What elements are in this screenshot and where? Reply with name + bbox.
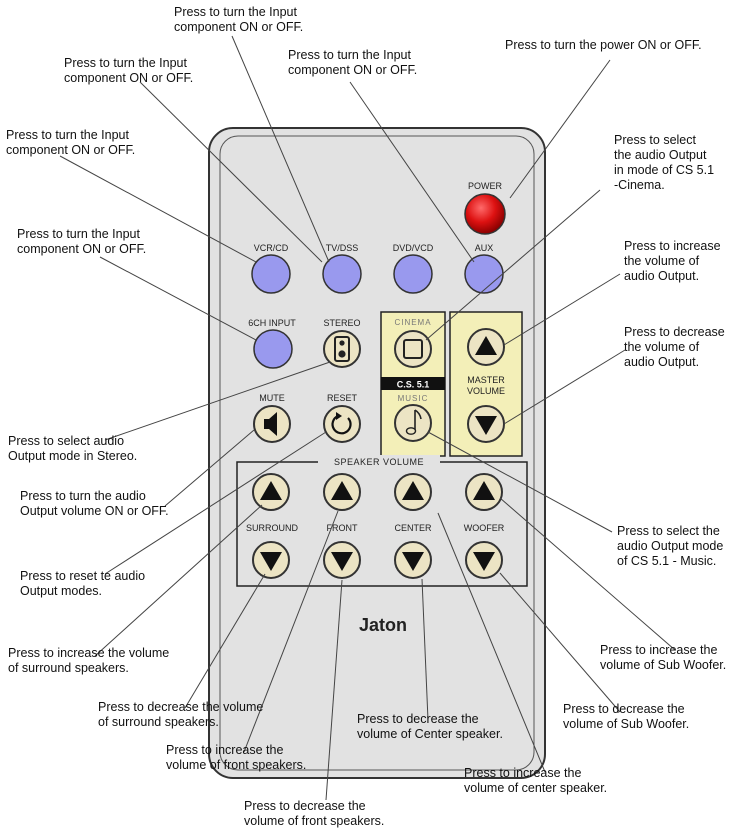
reset-icon: [331, 414, 352, 435]
triangle-down-icon: [473, 552, 495, 571]
note-surround-up: Press to increase the volume of surround…: [8, 646, 170, 675]
note-input-vcr-top: Press to turn the Input component ON or …: [64, 56, 194, 85]
note-input-6ch: Press to turn the Input component ON or …: [17, 227, 147, 256]
surround-label: SURROUND: [246, 523, 299, 533]
woofer-label: WOOFER: [464, 523, 505, 533]
note-input-tv: Press to turn the Input component ON or …: [174, 5, 304, 34]
dvd-vcd-button[interactable]: [393, 254, 433, 294]
note-power: Press to turn the power ON or OFF.: [505, 38, 702, 52]
note-center-up: Press to increase the volume of center s…: [464, 766, 608, 795]
triangle-up-icon: [473, 481, 495, 500]
triangle-down-icon: [260, 552, 282, 571]
mute-label: MUTE: [259, 393, 285, 403]
aux-button[interactable]: [464, 254, 504, 294]
front-down-button[interactable]: [323, 541, 361, 579]
stereo-label: STEREO: [323, 318, 360, 328]
triangle-down-icon: [402, 552, 424, 571]
triangle-up-icon: [331, 481, 353, 500]
surround-up-button[interactable]: [252, 473, 290, 511]
6ch-input-button[interactable]: [253, 329, 293, 369]
note-front-down: Press to decrease the volume of front sp…: [244, 799, 385, 828]
master-volume-down-button[interactable]: [467, 405, 505, 443]
triangle-up-icon: [402, 481, 424, 500]
note-mute: Press to turn the audio Output volume ON…: [20, 489, 169, 518]
cs51-label: C.S. 5.1: [397, 380, 430, 390]
triangle-down-icon: [331, 552, 353, 571]
woofer-down-button[interactable]: [465, 541, 503, 579]
triangle-up-icon: [475, 336, 497, 355]
vcr-cd-label: VCR/CD: [254, 243, 289, 253]
center-up-button[interactable]: [394, 473, 432, 511]
note-woofer-down: Press to decrease the volume of Sub Woof…: [563, 702, 690, 731]
front-label: FRONT: [327, 523, 358, 533]
leader-lines: [59, 35, 676, 801]
remote-body: [208, 127, 546, 779]
brand-logo: Jaton: [359, 615, 407, 635]
note-reset: Press to reset te audio Output modes.: [20, 569, 146, 598]
note-master-down: Press to decrease the volume of audio Ou…: [624, 325, 725, 369]
speaker-volume-label: SPEAKER VOLUME: [334, 457, 424, 467]
6ch-input-label: 6CH INPUT: [248, 318, 296, 328]
volume-label: VOLUME: [467, 386, 505, 396]
speaker-mute-icon: [264, 412, 277, 436]
power-label: POWER: [468, 181, 503, 191]
center-down-button[interactable]: [394, 541, 432, 579]
master-volume-up-button[interactable]: [467, 328, 505, 366]
triangle-up-icon: [260, 481, 282, 500]
music-button[interactable]: [394, 404, 432, 442]
tv-dss-label: TV/DSS: [326, 243, 359, 253]
music-note-icon: [414, 409, 422, 430]
note-input-dvd: Press to turn the Input component ON or …: [288, 48, 418, 77]
note-front-up: Press to increase the volume of front sp…: [166, 743, 307, 772]
note-woofer-up: Press to increase the volume of Sub Woof…: [600, 643, 727, 672]
note-music: Press to select the audio Output mode of…: [617, 524, 724, 568]
note-surround-down: Press to decrease the volume of surround…: [98, 700, 264, 729]
power-button[interactable]: [464, 193, 506, 235]
reset-label: RESET: [327, 393, 358, 403]
note-center-down: Press to decrease the volume of Center s…: [357, 712, 503, 741]
cinema-button[interactable]: [394, 330, 432, 368]
music-label: MUSIC: [398, 394, 429, 403]
stereo-button[interactable]: [323, 330, 361, 368]
square-icon: [403, 339, 423, 359]
front-up-button[interactable]: [323, 473, 361, 511]
master-label: MASTER: [467, 375, 505, 385]
dvd-vcd-label: DVD/VCD: [393, 243, 434, 253]
center-label: CENTER: [394, 523, 432, 533]
vcr-cd-button[interactable]: [251, 254, 291, 294]
note-master-up: Press to increase the volume of audio Ou…: [624, 239, 721, 283]
note-input-vcr: Press to turn the Input component ON or …: [6, 128, 136, 157]
remote-body-inner: [219, 135, 535, 771]
cinema-label: CINEMA: [394, 318, 431, 327]
note-cinema: Press to select the audio Output in mode…: [614, 133, 715, 192]
speaker-icon: [334, 336, 350, 362]
mute-button[interactable]: [253, 405, 291, 443]
aux-label: AUX: [475, 243, 494, 253]
reset-button[interactable]: [323, 405, 361, 443]
cs51-label-bar: [381, 377, 445, 390]
surround-down-button[interactable]: [252, 541, 290, 579]
woofer-up-button[interactable]: [465, 473, 503, 511]
note-stereo: Press to select audio Output mode in Ste…: [8, 434, 138, 463]
triangle-down-icon: [475, 416, 497, 435]
tv-dss-button[interactable]: [322, 254, 362, 294]
speaker-volume-label-bg: [318, 455, 440, 468]
